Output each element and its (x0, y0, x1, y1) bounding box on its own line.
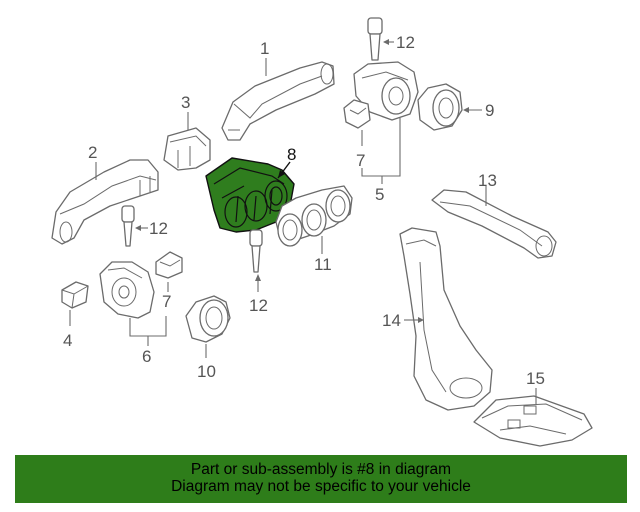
banner-line-part: Part or sub-assembly is #8 in diagram (190, 461, 452, 478)
callout-15[interactable]: 15 (526, 369, 545, 388)
callout-12-center[interactable]: 12 (249, 296, 268, 315)
part-13-duct[interactable] (431, 189, 557, 259)
part-12-bulb-left[interactable] (121, 205, 135, 247)
part-11-vent-outlets[interactable] (275, 185, 353, 247)
leader-9-arrowhead (463, 107, 469, 113)
part-5-actuator-assembly[interactable] (353, 61, 419, 121)
part-1-duct[interactable] (221, 61, 335, 141)
callout-5[interactable]: 5 (375, 185, 384, 204)
callout-14[interactable]: 14 (382, 311, 401, 330)
callout-6[interactable]: 6 (142, 347, 151, 366)
leader-8-arrowhead (278, 170, 285, 178)
callout-7-top[interactable]: 7 (356, 151, 365, 170)
callout-7-left[interactable]: 7 (162, 292, 171, 311)
callout-12-left[interactable]: 12 (149, 219, 168, 238)
callout-9[interactable]: 9 (485, 101, 494, 120)
callout-3[interactable]: 3 (181, 93, 190, 112)
leader-14-arrowhead (418, 317, 424, 323)
callout-10[interactable]: 10 (197, 362, 216, 381)
part-4-connector[interactable] (61, 281, 89, 309)
part-9-round-vent[interactable] (417, 83, 463, 131)
part-7-clip-left[interactable] (155, 251, 183, 279)
callout-2[interactable]: 2 (88, 143, 97, 162)
callout-4[interactable]: 4 (63, 331, 72, 350)
part-3-bracket[interactable] (163, 127, 211, 171)
part-15-duct-panel[interactable] (473, 395, 593, 447)
part-6-actuator-assembly[interactable] (99, 261, 155, 319)
info-banner: Part or sub-assembly is #8 in diagram Di… (15, 455, 627, 503)
part-14-vertical-duct[interactable] (399, 227, 493, 411)
callout-13[interactable]: 13 (478, 171, 497, 190)
leader-12-left-arrowhead (135, 225, 141, 231)
part-8-vent-housing[interactable] (205, 157, 295, 233)
part-2-duct[interactable] (51, 159, 159, 245)
leader-12-top-arrowhead (383, 39, 389, 45)
part-12-bulb-center[interactable] (249, 229, 263, 273)
callout-11[interactable]: 11 (314, 255, 332, 274)
callout-8[interactable]: 8 (287, 145, 296, 164)
banner-line-disclaimer: Diagram may not be specific to your vehi… (171, 478, 471, 495)
part-10-round-vent[interactable] (185, 295, 231, 343)
part-12-bulb-top[interactable] (367, 17, 383, 61)
part-7-clip-top[interactable] (343, 99, 371, 129)
callout-1[interactable]: 1 (260, 39, 269, 58)
parts-diagram: 1 3 2 8 11 12 (51, 17, 593, 447)
leader-12-center-arrowhead (255, 274, 261, 281)
leader-5 (361, 118, 401, 177)
leader-6 (129, 316, 167, 337)
callout-12-top[interactable]: 12 (396, 33, 415, 52)
